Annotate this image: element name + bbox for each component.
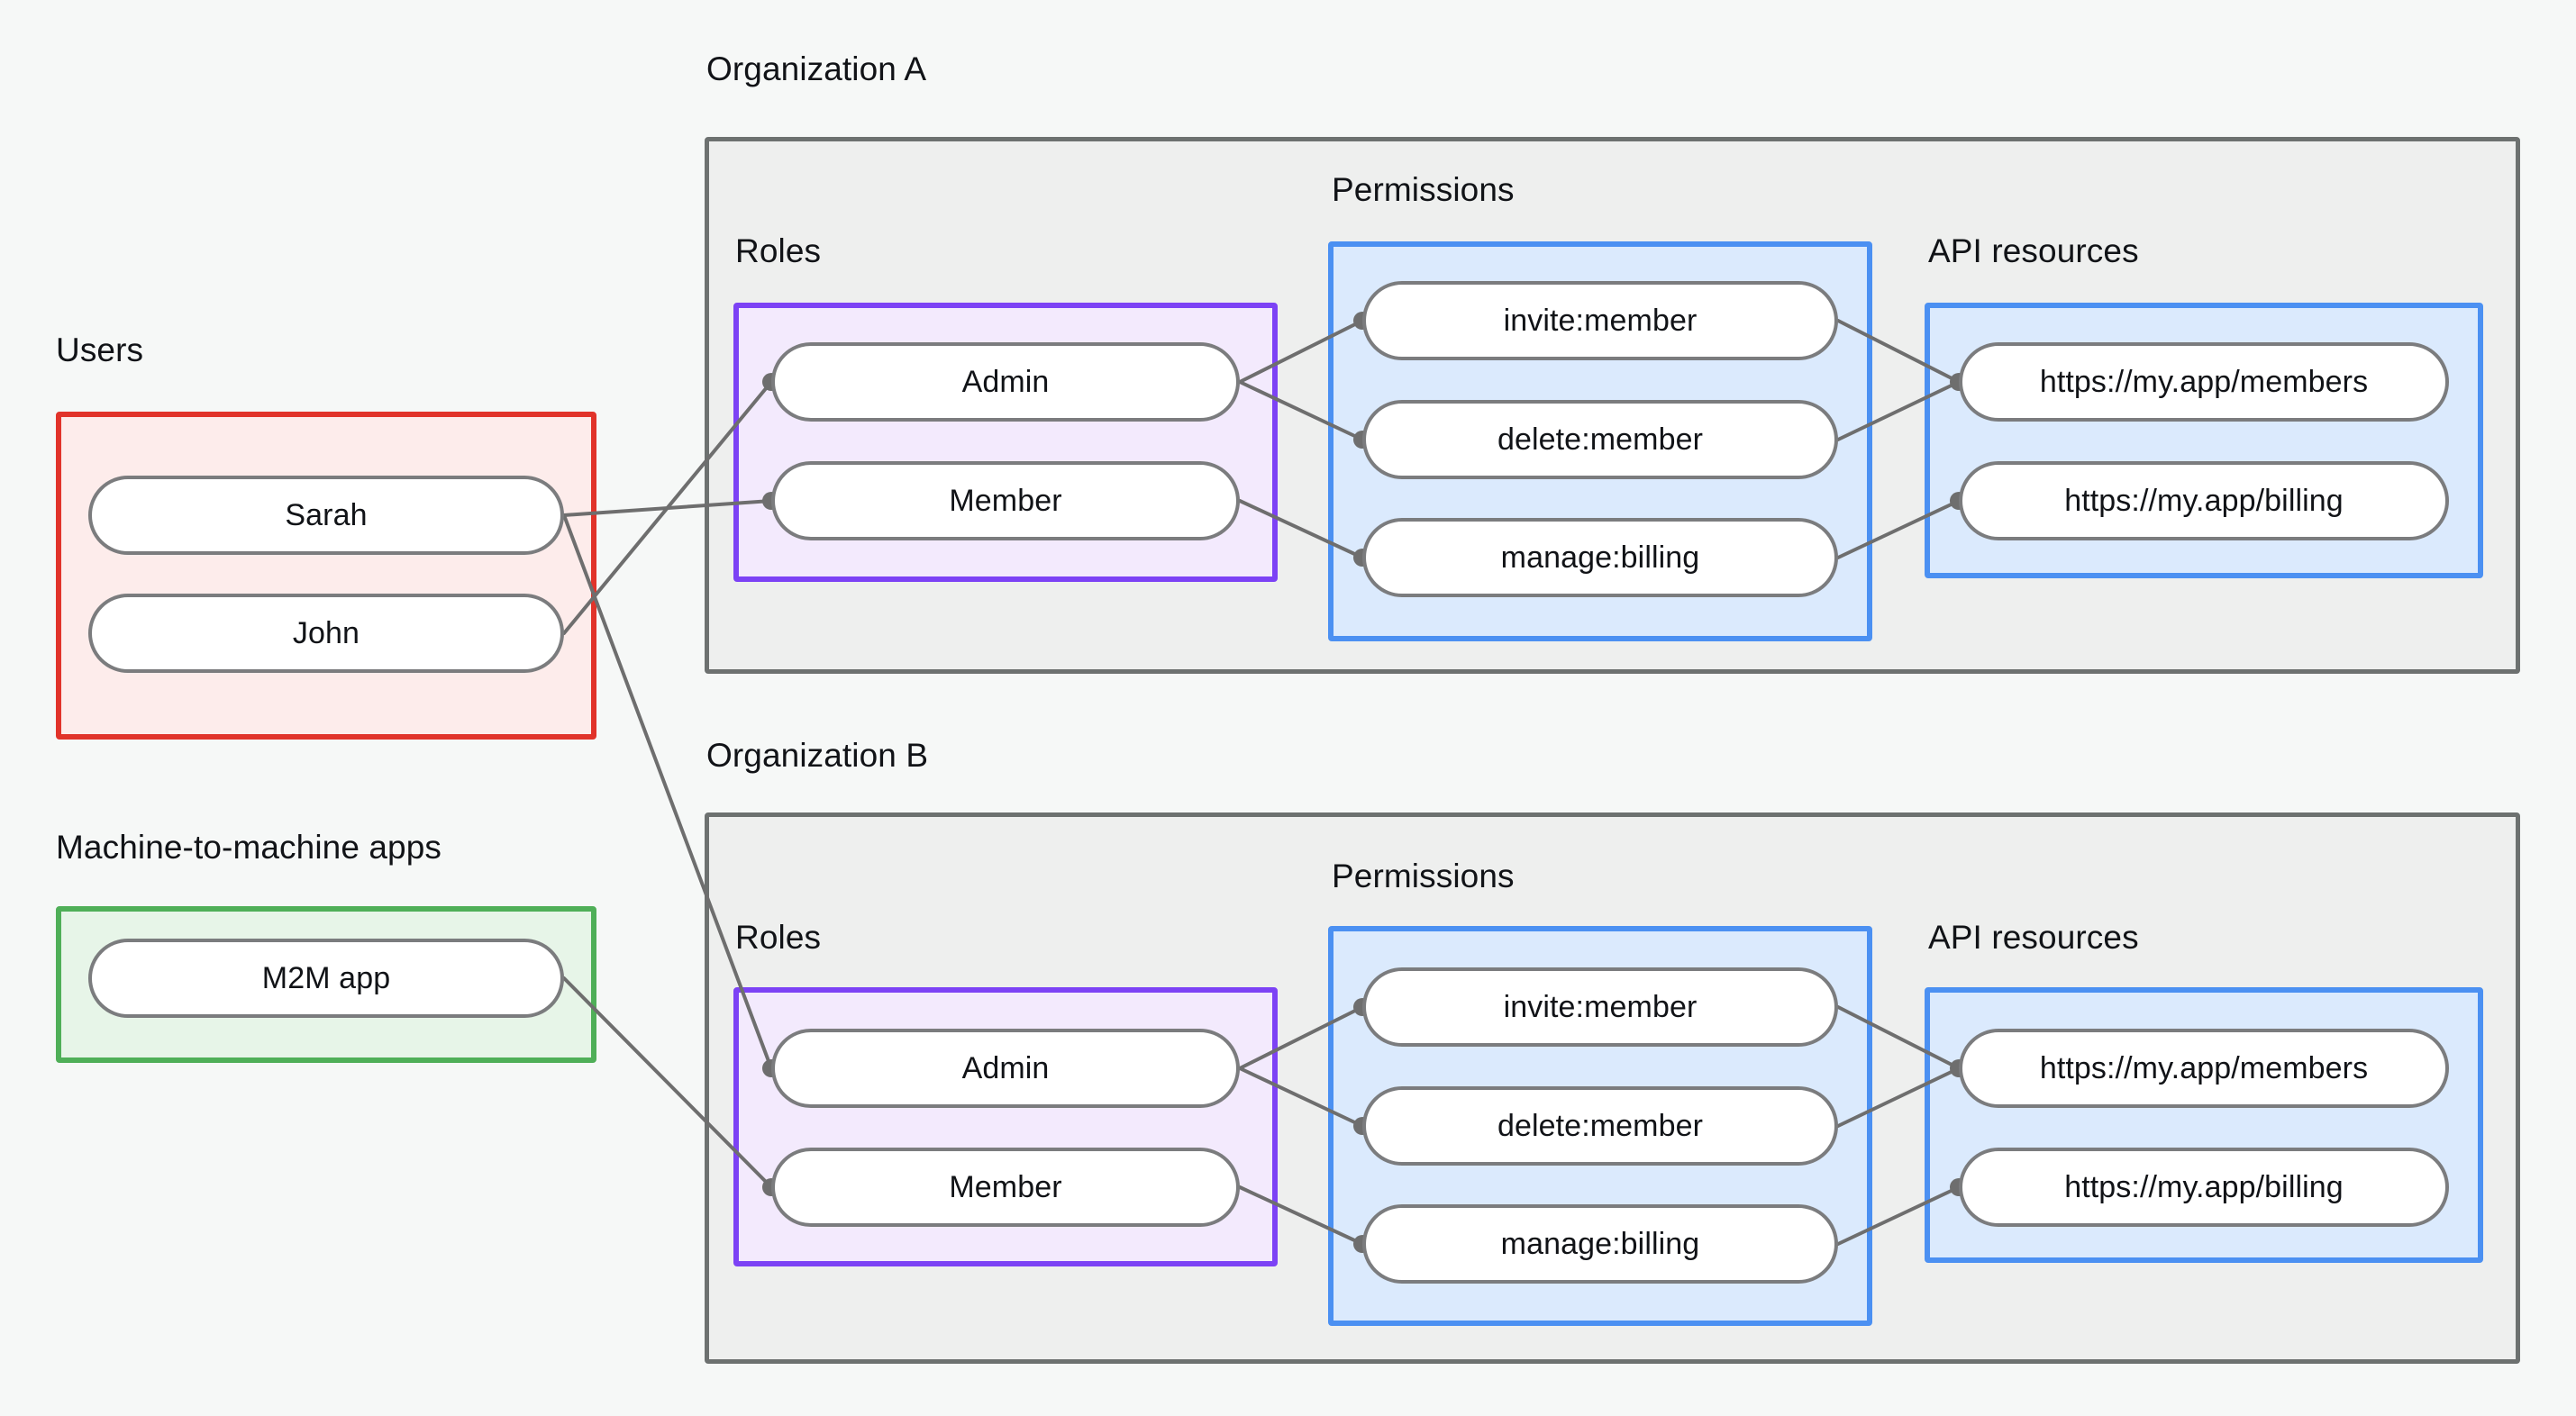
org-a-api-resource-members[interactable]: https://my.app/members [1959,342,2449,422]
org-a-permission-delete-member[interactable]: delete:member [1362,400,1838,479]
org-a-permission-invite-member[interactable]: invite:member [1362,281,1838,360]
org-b-permission-invite-member[interactable]: invite:member [1362,967,1838,1047]
org-a-role-member[interactable]: Member [771,461,1240,540]
users-container [56,412,596,740]
org-b-role-member[interactable]: Member [771,1148,1240,1227]
org-a-permissions-label: Permissions [1332,171,1515,208]
org-b-permission-delete-member[interactable]: delete:member [1362,1086,1838,1166]
machine-to-machine-apps-group-label: Machine-to-machine apps [56,829,442,866]
org-b-permissions-label: Permissions [1332,858,1515,894]
org-a-api-resources-label: API resources [1928,232,2139,269]
org-b-api-resource-billing[interactable]: https://my.app/billing [1959,1148,2449,1227]
organization-a-title: Organization A [706,50,927,87]
org-b-api-resource-members[interactable]: https://my.app/members [1959,1029,2449,1108]
org-b-role-admin[interactable]: Admin [771,1029,1240,1108]
org-b-api-resources-label: API resources [1928,919,2139,956]
user-node-john[interactable]: John [88,594,564,673]
users-group-label: Users [56,331,144,368]
org-b-permission-manage-billing[interactable]: manage:billing [1362,1204,1838,1284]
org-a-role-admin[interactable]: Admin [771,342,1240,422]
org-b-roles-label: Roles [735,919,822,956]
org-a-api-resource-billing[interactable]: https://my.app/billing [1959,461,2449,540]
org-a-roles-label: Roles [735,232,822,269]
org-a-permission-manage-billing[interactable]: manage:billing [1362,518,1838,597]
m2m-app-node[interactable]: M2M app [88,939,564,1018]
user-node-sarah[interactable]: Sarah [88,476,564,555]
organization-b-title: Organization B [706,737,929,774]
